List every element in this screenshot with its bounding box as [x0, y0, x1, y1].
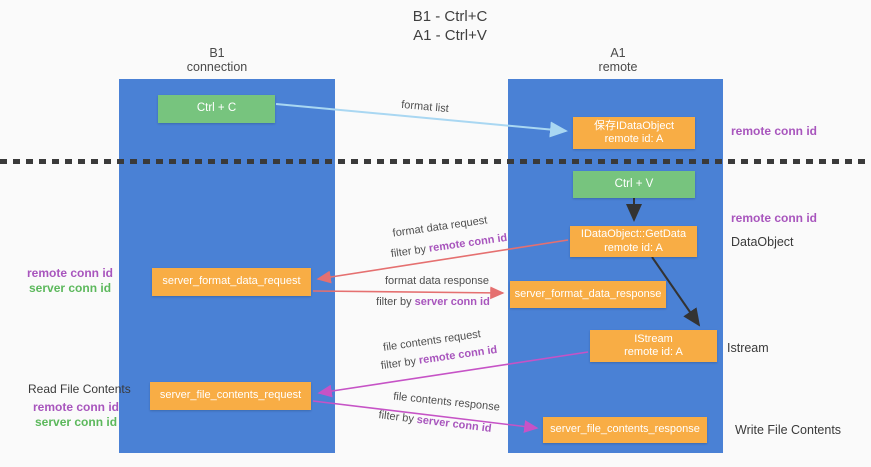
filter-by-text: filter by — [380, 355, 417, 373]
annotation-istream: Istream — [727, 341, 769, 355]
annotation-write-file-contents: Write File Contents — [735, 423, 842, 437]
node-ctrl-v: Ctrl + V — [573, 171, 695, 198]
node-idataobject-getdata-line1: IDataObject::GetData — [580, 228, 687, 240]
server-conn-id-text: server conn id — [414, 296, 490, 308]
lane-b1-name: B1 — [209, 46, 225, 60]
annotation-right-mid-remote-conn-id: remote conn id — [731, 211, 818, 225]
node-istream-line1: IStream — [634, 332, 673, 345]
arrow-format-data-response — [312, 286, 505, 300]
filter-by-text: filter by — [390, 243, 427, 261]
node-idataobject-getdata-line2: remote id: A — [604, 241, 663, 254]
annotation-left-bottom-server-conn-id: server conn id — [35, 415, 118, 429]
node-save-idataobject-line2: remote id: A — [604, 133, 664, 145]
node-server-file-contents-request: server_file_contents_request — [150, 382, 311, 410]
node-istream: IStream remote id: A — [590, 330, 717, 362]
server-conn-id-text: server conn id — [416, 413, 493, 435]
annotation-left-server-conn-id: server conn id — [29, 281, 112, 295]
node-save-idataobject: 保存IDataObject remote id: A — [573, 117, 695, 149]
node-idataobject-getdata: IDataObject::GetData remote id: A — [570, 226, 697, 257]
lane-header-a1: A1 remote — [548, 46, 688, 74]
title-line-1: B1 - Ctrl+C — [412, 8, 488, 25]
annotation-left-bottom-remote-conn-id: remote conn id — [33, 400, 120, 414]
node-server-format-data-response: server_format_data_response — [510, 281, 666, 308]
node-istream-line2: remote id: A — [624, 346, 683, 358]
annotation-left-remote-conn-id: remote conn id — [27, 266, 114, 280]
node-server-file-contents-response-label: server_file_contents_response — [550, 423, 700, 436]
node-server-file-contents-request-label: server_file_contents_request — [159, 389, 302, 402]
label-file-contents-response: file contents response — [392, 390, 501, 414]
annotation-read-file-contents: Read File Contents — [28, 382, 131, 396]
remote-conn-id-text: remote conn id — [428, 231, 508, 255]
node-ctrl-c: Ctrl + C — [158, 95, 275, 123]
annotation-right-top-remote-conn-id: remote conn id — [731, 124, 818, 138]
label-format-data-response: format data response — [385, 275, 489, 287]
diagram-title: B1 - Ctrl+C A1 - Ctrl+V — [330, 7, 570, 45]
filter-by-text: filter by — [377, 409, 415, 426]
node-server-format-data-response-label: server_format_data_response — [514, 287, 662, 300]
node-ctrl-c-label: Ctrl + C — [196, 102, 237, 115]
node-server-format-data-request-label: server_format_data_request — [162, 275, 301, 288]
node-server-format-data-request: server_format_data_request — [152, 268, 311, 296]
filter-by-text: filter by — [376, 296, 412, 308]
node-save-idataobject-line1: 保存IDataObject — [593, 119, 675, 132]
node-server-file-contents-response: server_file_contents_response — [543, 417, 707, 443]
node-ctrl-v-label: Ctrl + V — [614, 177, 654, 190]
lane-b1-role: connection — [186, 60, 248, 74]
label-format-list: format list — [400, 98, 450, 116]
title-line-2: A1 - Ctrl+V — [413, 27, 487, 44]
annotation-dataobject: DataObject — [731, 235, 794, 249]
dashed-divider — [0, 159, 871, 164]
lane-header-b1: B1 connection — [147, 46, 287, 74]
lane-a1-name: A1 — [610, 46, 626, 60]
lane-a1-role: remote — [598, 60, 638, 74]
